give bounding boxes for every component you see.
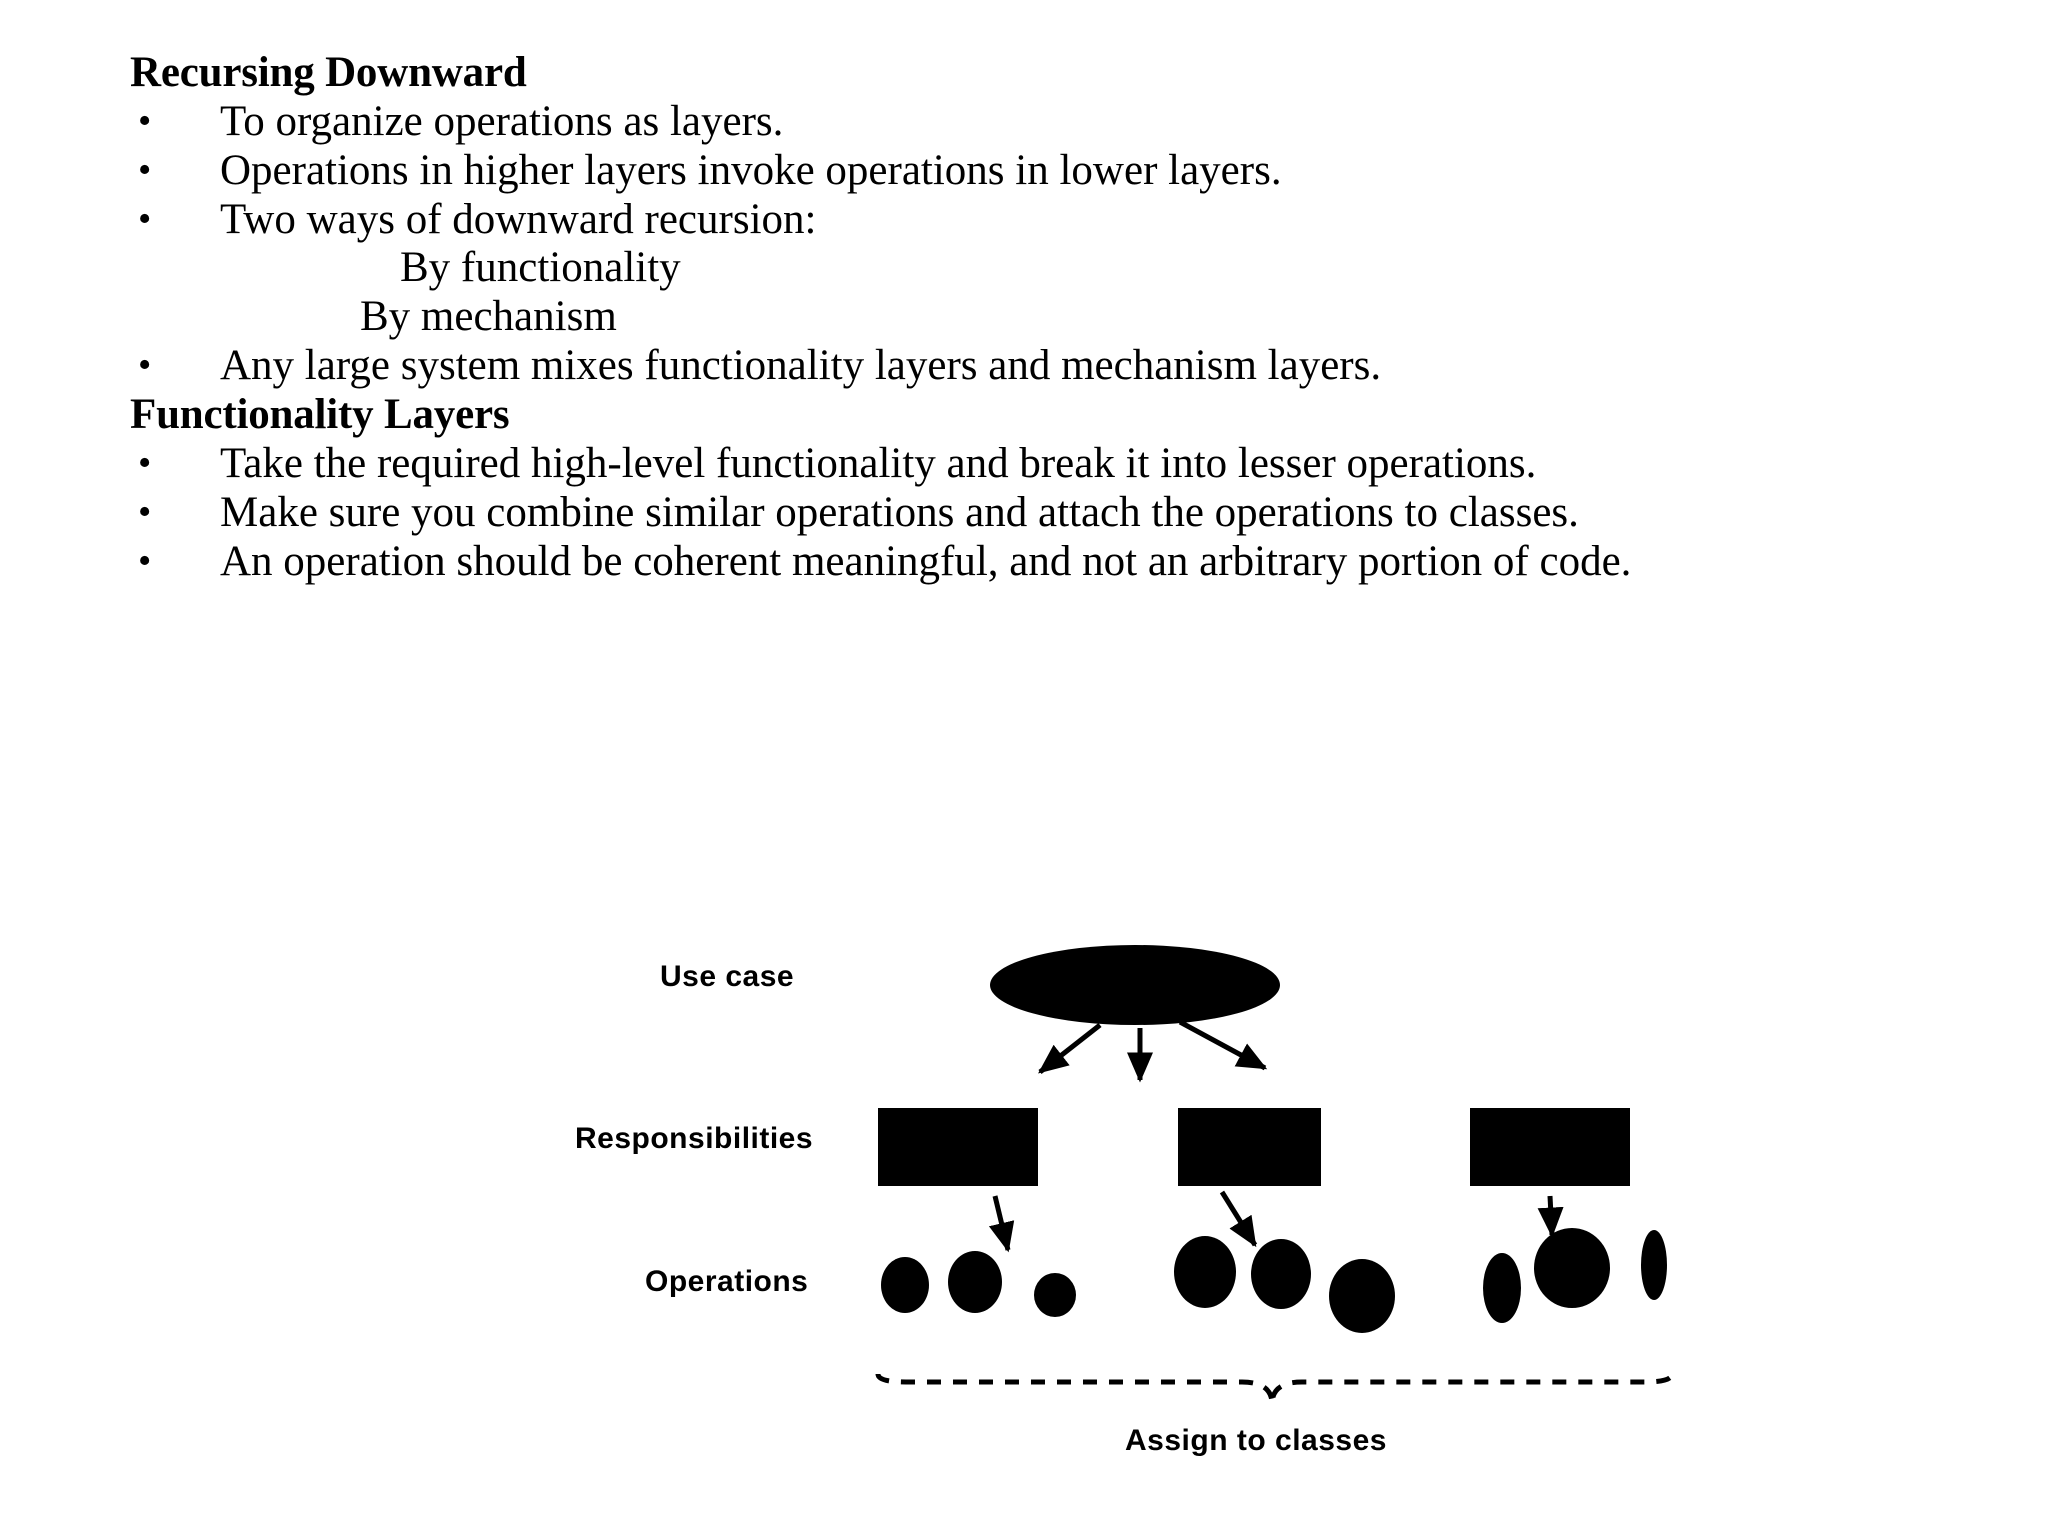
operation-ellipse (948, 1251, 1002, 1313)
bullet-text: To organize operations as layers. (220, 97, 784, 145)
bullet-text: Take the required high-level functionali… (220, 439, 1537, 487)
bullet-item: • An operation should be coherent meanin… (130, 537, 1960, 586)
operation-ellipse (1483, 1253, 1521, 1323)
slide-text-block: Recursing Downward • To organize operati… (130, 49, 1960, 587)
bullet-item: • Operations in higher layers invoke ope… (130, 146, 1960, 195)
bullet-dot-icon: • (138, 99, 152, 142)
bullet-dot-icon: • (138, 148, 152, 191)
page-title: Recursing Downward (130, 49, 527, 96)
responsibility-box (1470, 1108, 1630, 1186)
use-case-arrow-group (1038, 1019, 1268, 1083)
section-heading: Functionality Layers (130, 391, 510, 439)
diagram-label-responsibilities: Responsibilities (575, 1122, 814, 1155)
diagram-label-operations: Operations (645, 1265, 809, 1298)
operation-ellipse (881, 1257, 929, 1313)
bullet-item: • Any large system mixes functionality l… (130, 342, 1960, 390)
bullet-item: • Take the required high-level functiona… (130, 439, 1960, 488)
diagram-label-assign-to-classes: Assign to classes (1125, 1424, 1387, 1457)
bullet-text: An operation should be coherent meaningf… (220, 537, 1632, 585)
operation-ellipse (1251, 1239, 1311, 1309)
bullet-dot-icon: • (138, 197, 152, 240)
operation-ellipse-group (881, 1228, 1667, 1333)
bullet-text: Operations in higher layers invoke opera… (220, 146, 1282, 194)
operation-ellipse (1329, 1259, 1395, 1333)
assign-brace (875, 1373, 1675, 1405)
bullet-dot-icon: • (138, 344, 152, 387)
use-case-arrow (1038, 1023, 1102, 1074)
bullet-dot-icon: • (138, 490, 152, 533)
bullet-text: Two ways of downward recursion: (220, 195, 817, 243)
use-case-ellipse (990, 945, 1280, 1025)
responsibility-box-group (878, 1108, 1630, 1186)
bullet-item: • Make sure you combine similar operatio… (130, 488, 1960, 537)
operation-ellipse (1534, 1228, 1610, 1308)
bullet-dot-icon: • (138, 539, 152, 582)
bullet-item: • To organize operations as layers. (130, 97, 1960, 146)
bullet-text: Make sure you combine similar operations… (220, 488, 1579, 536)
diagram-label-use-case: Use case (660, 960, 795, 993)
responsibility-arrow (988, 1195, 1015, 1253)
responsibility-arrow-group (988, 1190, 1564, 1253)
bullet-dot-icon: • (138, 441, 152, 484)
bullet-text: Any large system mixes functionality lay… (220, 342, 1382, 390)
responsibility-box (1178, 1108, 1321, 1186)
use-case-node (990, 945, 1280, 1025)
operation-ellipse (1174, 1236, 1236, 1308)
use-case-arrow (1178, 1019, 1268, 1071)
responsibility-arrow (1219, 1190, 1258, 1248)
assign-brace-path (875, 1373, 1675, 1405)
responsibility-box (878, 1108, 1038, 1186)
sub-line-by-functionality: By functionality (400, 244, 681, 292)
bullet-item: • Two ways of downward recursion: (130, 195, 1960, 244)
operation-ellipse (1034, 1273, 1076, 1317)
sub-line-by-mechanism: By mechanism (360, 293, 617, 341)
operation-ellipse (1641, 1230, 1667, 1300)
responsibility-arrow (1537, 1195, 1564, 1238)
